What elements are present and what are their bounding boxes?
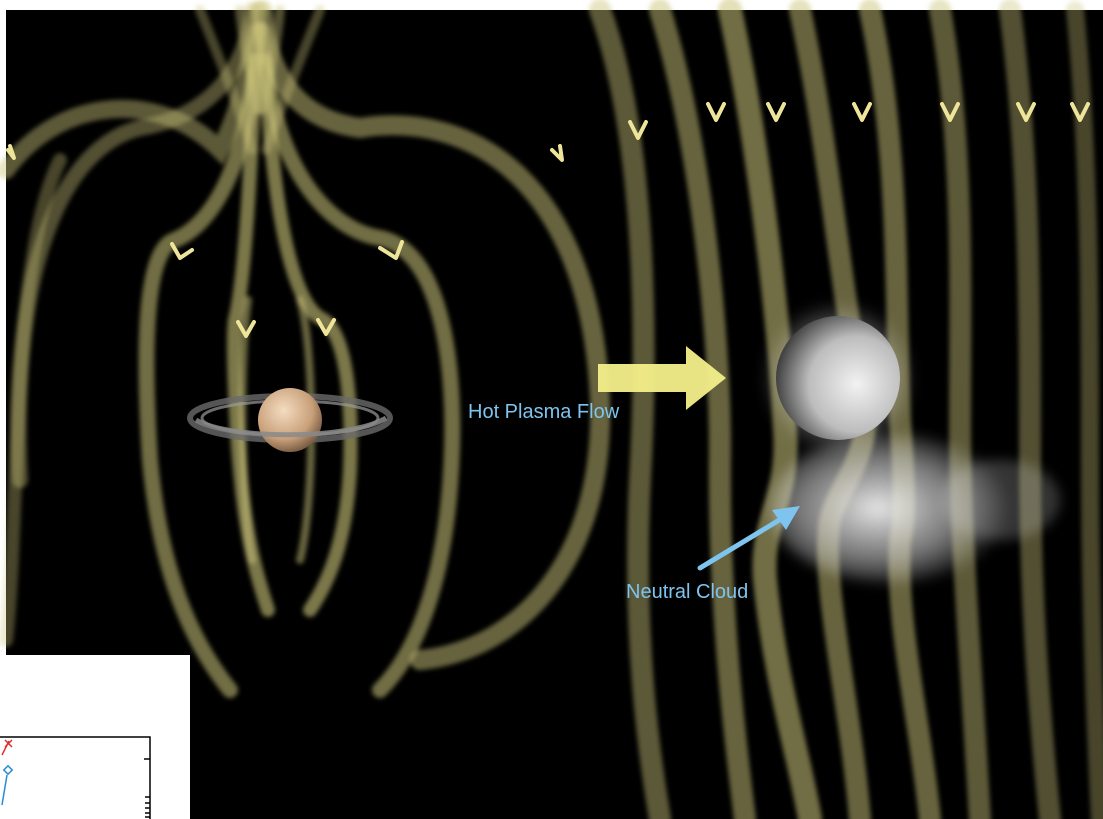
neutral-cloud <box>770 433 1060 583</box>
inset-series-red <box>1 739 13 756</box>
flow-arrow-icon <box>598 346 726 410</box>
chevron-down-icon <box>550 144 564 162</box>
chevron-down-icon <box>316 318 336 336</box>
chevron-down-icon <box>1016 102 1036 122</box>
chevron-down-icon <box>852 102 872 122</box>
pointer-arrow-icon <box>697 506 800 571</box>
chevron-down-icon <box>940 102 960 122</box>
inset-frame <box>0 736 151 819</box>
chevron-down-icon <box>378 240 404 260</box>
dipole-field-lines <box>0 0 611 698</box>
inset-series-blue <box>1 764 14 806</box>
chevron-down-icon <box>766 102 786 122</box>
field-direction-arrows <box>6 102 1090 338</box>
hot-plasma-flow-label: Hot Plasma Flow <box>468 401 620 423</box>
moon <box>760 300 916 456</box>
chevron-down-icon <box>706 102 726 122</box>
diamond-marker-icon <box>2 764 14 776</box>
chevron-down-icon <box>236 320 256 338</box>
neutral-cloud-label: Neutral Cloud <box>626 581 748 603</box>
chevron-down-icon <box>6 144 16 160</box>
chevron-down-icon <box>170 242 194 260</box>
chevron-down-icon <box>628 120 648 140</box>
chevron-down-icon <box>1070 102 1090 122</box>
saturn <box>187 388 393 452</box>
inset-chart-fragment <box>0 736 151 819</box>
